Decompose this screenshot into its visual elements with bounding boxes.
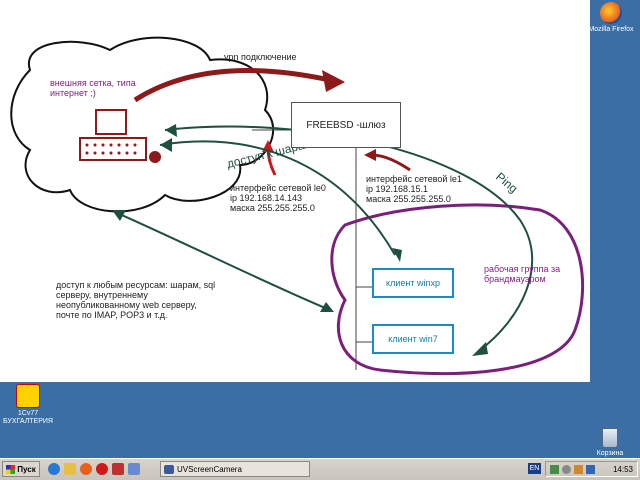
camera-icon [164,464,174,474]
tray-network-icon[interactable] [550,465,559,474]
firefox-icon [600,2,622,24]
ping-arrow [164,125,534,351]
client-win7-label: клиент win7 [388,334,438,344]
desktop-icon-label: Mozilla Firefox [588,26,634,33]
taskbar-item-uvscreencamera[interactable]: UVScreenCamera [160,461,310,477]
workgroup-label: рабочая группа за брандмауэром [484,264,561,284]
clock[interactable]: 14:53 [612,465,633,474]
client-winxp-label: клиент winxp [386,278,440,288]
network-diagram: доступ к шарам Ping [10,36,585,376]
internet-cloud [10,36,275,213]
desktop-icon-1c[interactable]: 1Cv77 БУХГАЛТЕРИЯ [0,384,56,426]
start-button[interactable]: Пуск [2,461,40,477]
taskbar-item-label: UVScreenCamera [177,464,242,474]
le0-interface-label: интерфейс сетевой le0 ip 192.168.14.143 … [230,183,326,213]
vpn-arrow [133,67,331,103]
client-winxp-box: клиент winxp [372,268,454,298]
system-tray: 14:53 [545,461,638,477]
windows-logo-icon [6,464,16,474]
opera-quicklaunch-icon[interactable] [96,463,108,475]
taskbar: Пуск UVScreenCamera EN 14:53 [0,458,640,480]
tray-app-icon[interactable] [574,465,583,474]
le1-interface-label: интерфейс сетевой le1 ip 192.168.15.1 ма… [366,174,462,204]
handwritten-ping-text: Ping [493,170,520,196]
paint-canvas[interactable]: доступ к шарам Ping внешняя сетка, типа … [0,0,590,382]
desktop: доступ к шарам Ping внешняя сетка, типа … [0,0,638,458]
client-win7-box: клиент win7 [372,324,454,354]
desktop-icon-firefox[interactable]: Mozilla Firefox [584,2,638,34]
tray-volume-icon[interactable] [562,465,571,474]
freebsd-gateway-box: FREEBSD -шлюз [291,102,401,148]
computer-keyboard [79,137,147,161]
vpn-label: vpn подключение [224,52,297,62]
ie-quicklaunch-icon[interactable] [48,463,60,475]
desktop-icon-label: 1Cv77 БУХГАЛТЕРИЯ [3,410,53,425]
computer-mouse [149,151,161,163]
firefox-quicklaunch-icon[interactable] [80,463,92,475]
1c-icon [16,384,40,408]
app-quicklaunch-icon[interactable] [128,463,140,475]
cloud-label: внешняя сетка, типа интернет ;) [50,78,136,98]
language-indicator[interactable]: EN [528,463,541,474]
gateway-label: FREEBSD -шлюз [306,119,386,131]
media-quicklaunch-icon[interactable] [112,463,124,475]
start-label: Пуск [17,464,36,474]
computer-monitor [95,109,127,135]
desktop-icon-label: Корзина [596,450,624,457]
resource-access-arrow [114,211,331,311]
access-shares-arrow [159,140,396,256]
le1-arrow [371,153,411,172]
workgroup-cloud [330,203,585,376]
desktop-icon-recycle-bin[interactable]: Корзина [582,428,638,458]
tray-app2-icon[interactable] [586,465,595,474]
access-note-label: доступ к любым ресурсам: шарам, sql серв… [56,280,216,320]
recycle-bin-icon [602,428,618,448]
explorer-quicklaunch-icon[interactable] [64,463,76,475]
